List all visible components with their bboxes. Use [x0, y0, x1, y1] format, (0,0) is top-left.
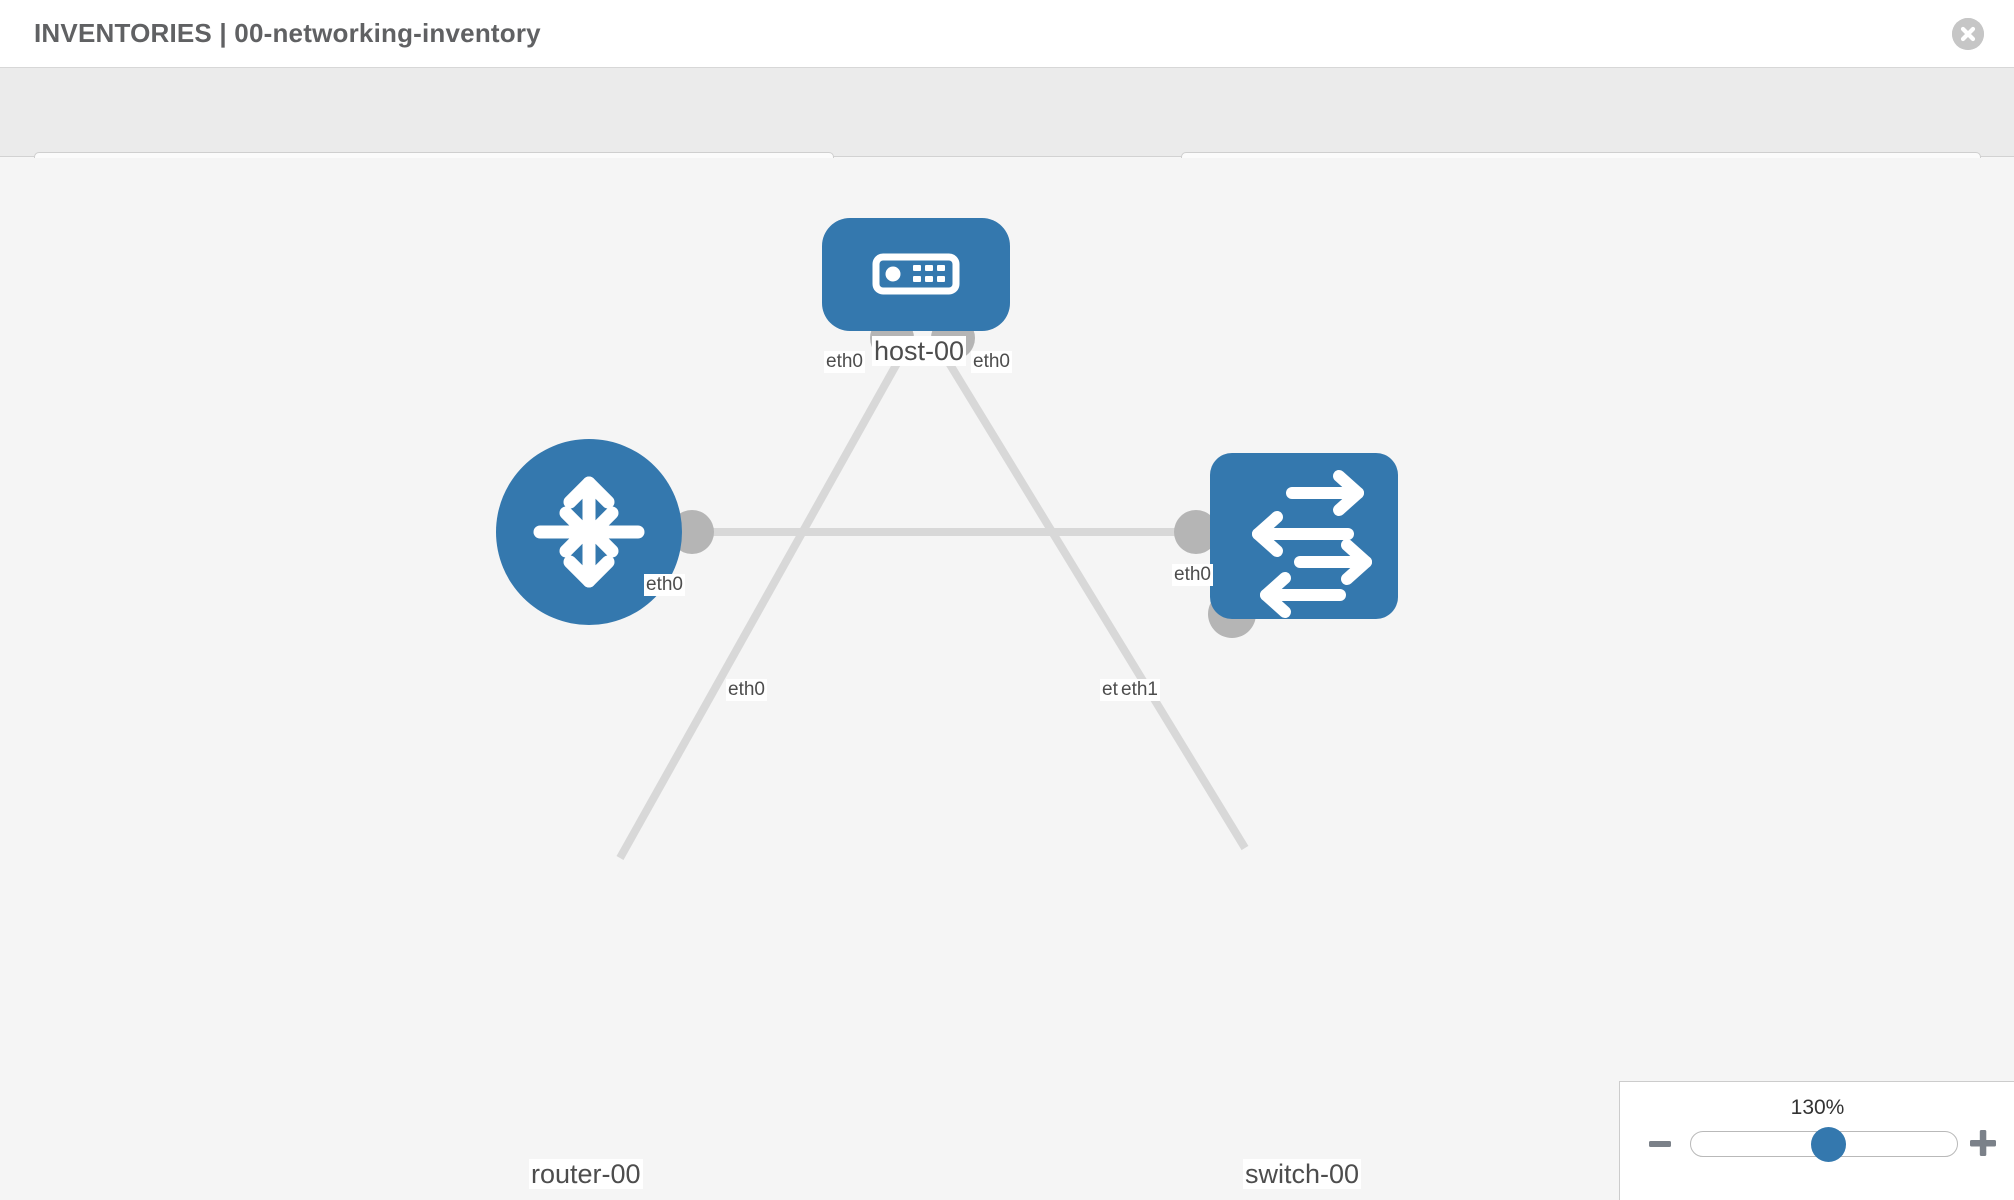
link-host-router [616, 356, 904, 860]
topology-canvas[interactable]: eth0 host-00 eth0 eth0 eth0 eth0 eth0 et… [0, 158, 2014, 1200]
node-switch-00 [1210, 453, 1398, 619]
close-icon[interactable] [1952, 18, 1984, 50]
node-label-switch-00: switch-00 [1243, 1159, 1362, 1190]
port-label-host-right: eth0 [971, 351, 1012, 373]
router-arrows-icon [533, 476, 645, 588]
endpoint-switch-left [1174, 510, 1218, 554]
port-label-router-up: eth0 [644, 574, 685, 596]
zoom-control-panel: 130% [1619, 1081, 2014, 1200]
port-label-switch-left: eth1 [1119, 679, 1160, 701]
topology-graph [496, 218, 1398, 860]
topology-links [616, 355, 1249, 860]
node-label-router-00: router-00 [529, 1159, 643, 1190]
node-label-host-00: host-00 [872, 336, 967, 367]
page-title: INVENTORIES | 00-networking-inventory [34, 18, 541, 48]
zoom-slider-track[interactable] [1690, 1127, 1958, 1162]
link-host-switch [942, 355, 1249, 851]
port-label-switch-up: eth0 [1172, 564, 1213, 586]
node-host-00 [822, 218, 1010, 331]
host-server-icon [872, 253, 960, 295]
node-router-00 [496, 439, 682, 625]
plus-icon[interactable] [1968, 1128, 1998, 1158]
zoom-slider-thumb[interactable] [1811, 1127, 1846, 1162]
topology-toolbar: ACTIONS SEARCH [0, 68, 2014, 205]
page-header: INVENTORIES | 00-networking-inventory [0, 0, 2014, 68]
switch-arrows-icon [1252, 470, 1372, 618]
minus-icon[interactable] [1647, 1131, 1673, 1157]
zoom-level-value: 130% [1790, 1096, 1845, 1119]
port-label-host-left: eth0 [824, 351, 865, 373]
port-label-router-right: eth0 [726, 679, 767, 701]
